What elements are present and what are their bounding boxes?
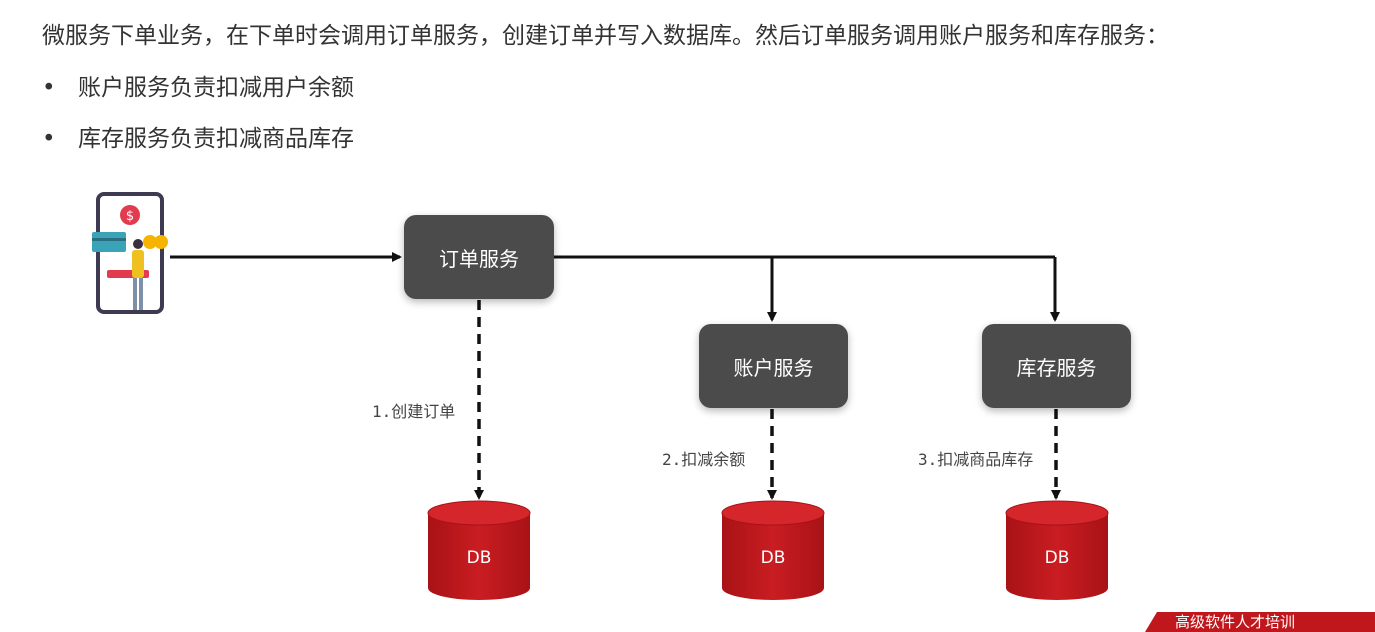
- step-label-deduct-balance: 2.扣减余额: [662, 450, 746, 469]
- db-label: DB: [1044, 548, 1070, 568]
- bullet-item: • 库存服务负责扣减商品库存: [42, 119, 354, 153]
- account-service-box: 账户服务: [699, 324, 848, 408]
- bullet-glyph: •: [42, 126, 56, 152]
- bullet-text: 库存服务负责扣减商品库存: [78, 126, 354, 152]
- svg-text:$: $: [126, 209, 134, 224]
- intro-text: 微服务下单业务，在下单时会调用订单服务，创建订单并写入数据库。然后订单服务调用账…: [42, 23, 1169, 49]
- bullet-item: • 账户服务负责扣减用户余额: [42, 68, 354, 102]
- db-cylinder: [1005, 500, 1109, 600]
- corner-banner: 高级软件人才培训: [1145, 612, 1375, 632]
- db-cylinder: [427, 500, 531, 600]
- db-label: DB: [760, 548, 786, 568]
- mobile-payment-icon: $: [92, 192, 168, 314]
- bullet-glyph: •: [42, 75, 56, 101]
- step-label-deduct-stock: 3.扣减商品库存: [918, 450, 1034, 469]
- step-label-create-order: 1.创建订单: [372, 402, 456, 421]
- db-cylinder: [721, 500, 825, 600]
- stock-service-box: 库存服务: [982, 324, 1131, 408]
- bullet-text: 账户服务负责扣减用户余额: [78, 75, 354, 101]
- order-service-box: 订单服务: [404, 215, 554, 299]
- db-label: DB: [466, 548, 492, 568]
